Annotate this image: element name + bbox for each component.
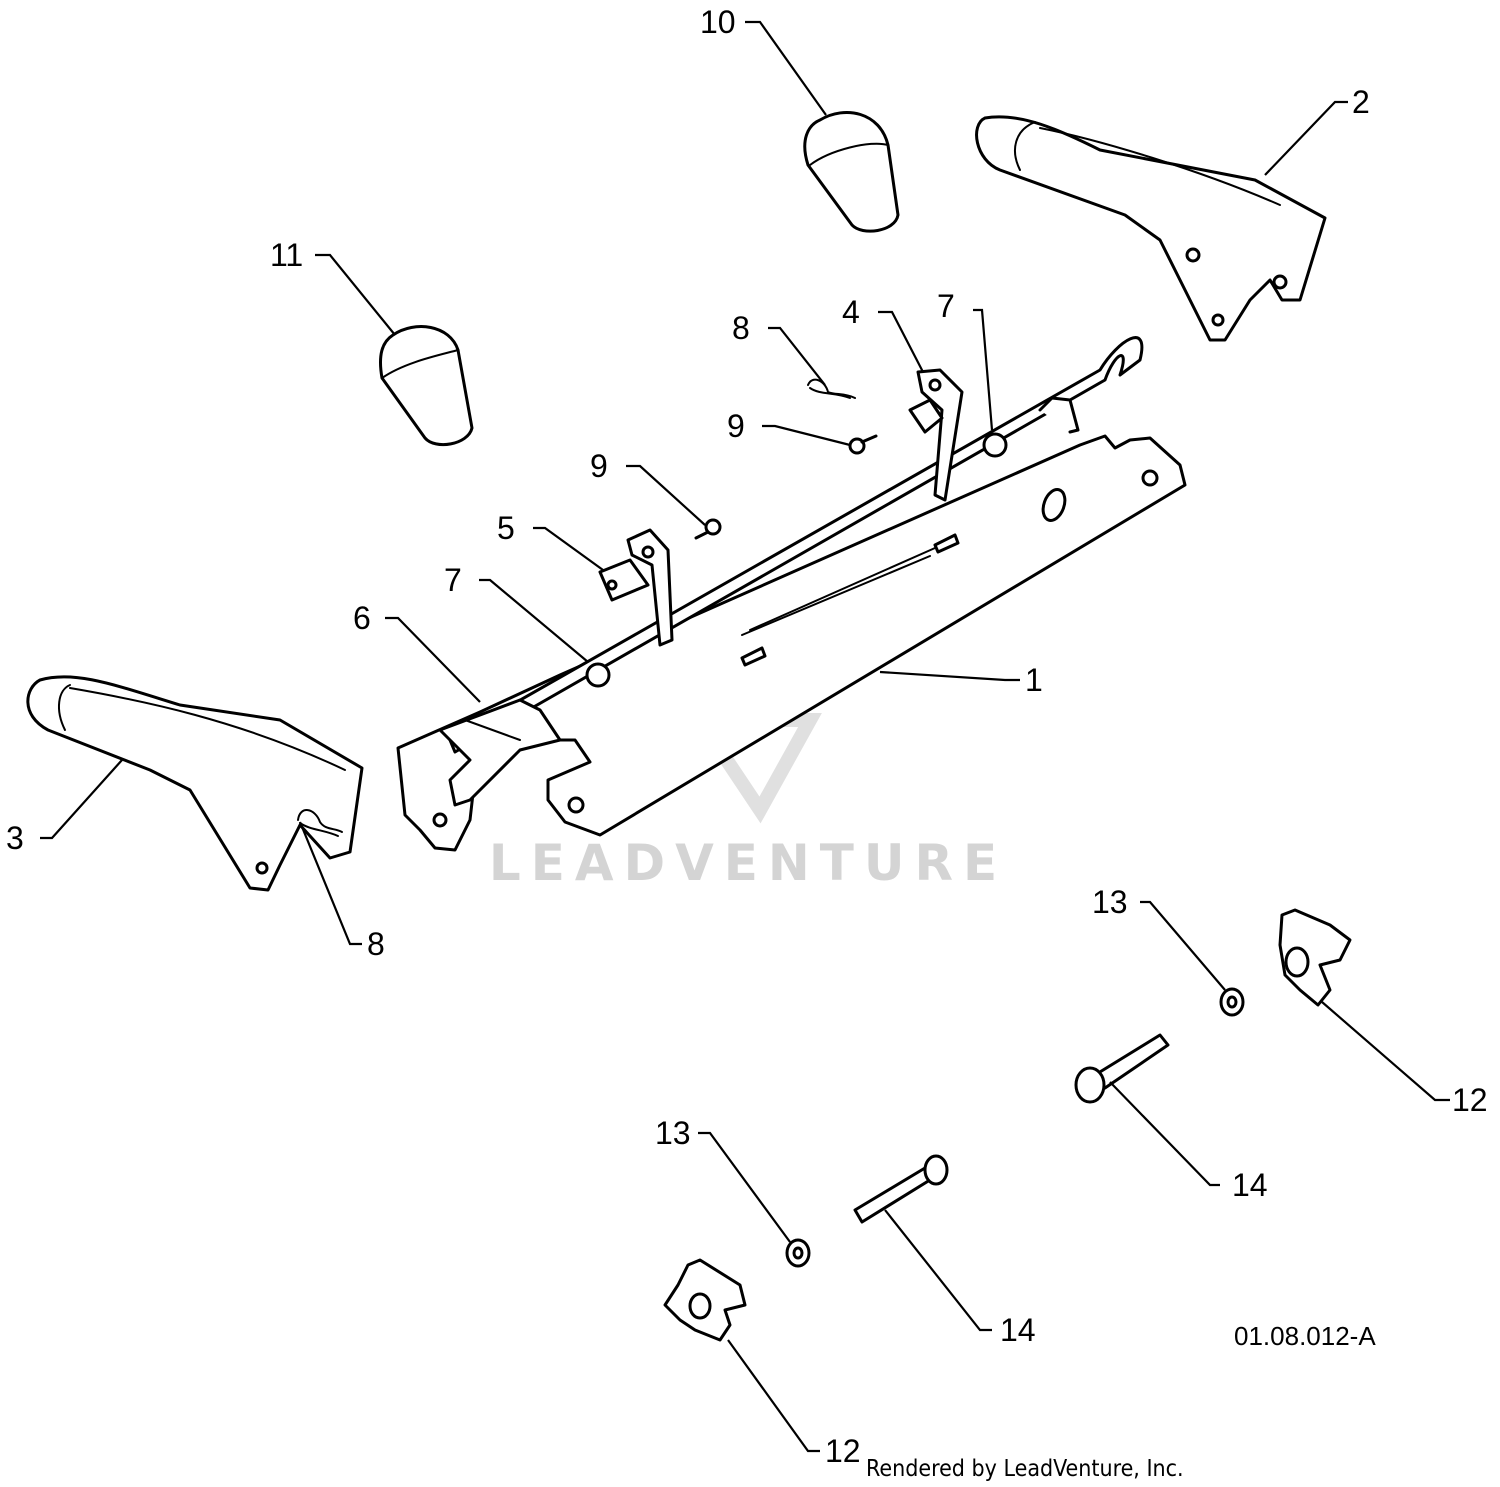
bracket-5 <box>598 528 674 647</box>
star-knob-12-upper <box>1278 908 1352 1007</box>
carriage-bolt-14-lower <box>853 1154 949 1224</box>
bracket-4 <box>908 368 964 502</box>
washer-13-upper <box>1219 987 1245 1017</box>
callout-8-upper: 8 <box>732 310 750 346</box>
leader-lines <box>40 20 1450 1453</box>
callout-6: 6 <box>353 600 371 636</box>
spacer-7-lower <box>585 662 611 688</box>
callout-12-upper: 12 <box>1452 1082 1488 1118</box>
lever-link-6 <box>438 698 562 807</box>
callout-2: 2 <box>1352 84 1370 120</box>
callout-10: 10 <box>700 4 736 40</box>
bolt-9-upper <box>848 434 878 455</box>
callout-9-lower: 9 <box>590 448 608 484</box>
handle-2 <box>975 115 1327 342</box>
spacer-7-upper <box>982 432 1008 458</box>
hairpin-clip-8-lower <box>297 809 343 837</box>
shaft-rod <box>448 336 1144 754</box>
mounting-plate <box>396 434 1187 852</box>
bolt-9-lower <box>694 518 722 540</box>
washer-13-lower <box>785 1238 811 1268</box>
star-knob-12-lower <box>663 1258 747 1342</box>
carriage-bolt-14-upper <box>1074 1033 1170 1104</box>
watermark-text: LEADVENTURE <box>489 834 1007 892</box>
credit-line: Rendered by LeadVenture, Inc. <box>866 1456 1184 1482</box>
callout-14-upper: 14 <box>1232 1167 1268 1203</box>
callout-13-upper: 13 <box>1092 884 1128 920</box>
callout-1: 1 <box>1025 662 1043 698</box>
callout-14-lower: 14 <box>1000 1312 1036 1348</box>
callout-3: 3 <box>6 820 24 856</box>
callout-7-upper: 7 <box>937 288 955 324</box>
callout-13-lower: 13 <box>655 1115 691 1151</box>
drawing-code: 01.08.012-A <box>1234 1321 1376 1351</box>
callout-5: 5 <box>497 510 515 546</box>
callout-9-upper: 9 <box>727 408 745 444</box>
callout-12-lower: 12 <box>825 1433 861 1469</box>
callout-8-lower: 8 <box>367 926 385 962</box>
hairpin-clip-8-upper <box>807 378 856 399</box>
callout-11: 11 <box>270 237 303 273</box>
knob-10 <box>803 111 900 233</box>
knob-11 <box>378 325 474 447</box>
handle-3 <box>26 675 364 892</box>
callout-7-lower: 7 <box>444 562 462 598</box>
callout-4: 4 <box>842 294 860 330</box>
